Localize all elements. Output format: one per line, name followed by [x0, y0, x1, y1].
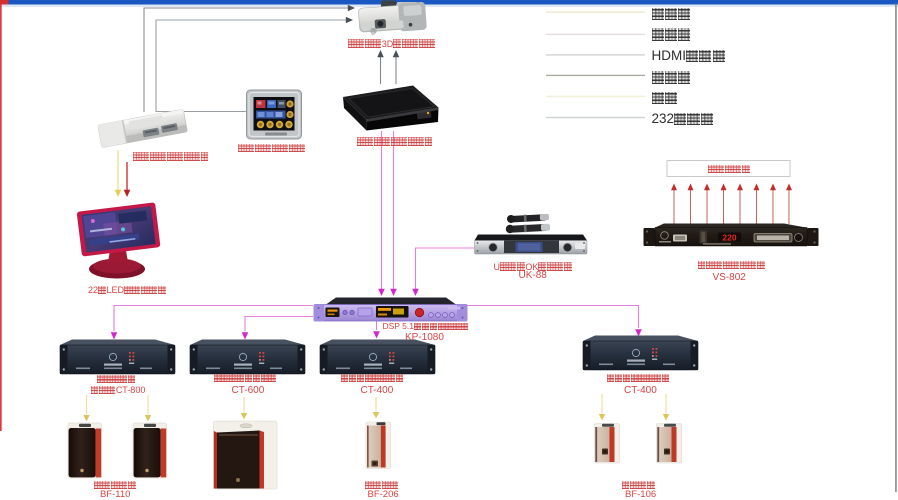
svg-text:220: 220: [722, 233, 736, 243]
